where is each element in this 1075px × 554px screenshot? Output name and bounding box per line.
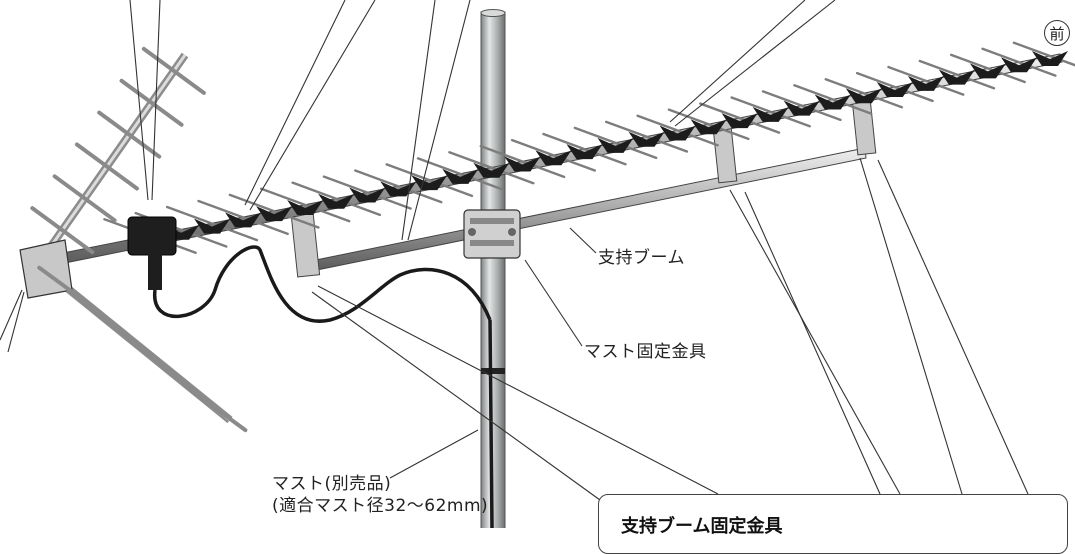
director-element — [228, 193, 320, 229]
element-clip — [752, 106, 789, 122]
element-clip — [411, 175, 448, 191]
detail-callout-box: 支持ブーム固定金具 — [598, 494, 1068, 554]
element-clip — [194, 218, 231, 234]
director-element — [793, 84, 873, 115]
reflector-element — [119, 78, 184, 127]
element-clip — [907, 75, 944, 91]
director-element — [981, 47, 1057, 77]
director-element — [573, 126, 658, 160]
director-element — [322, 175, 412, 210]
main-boom — [37, 41, 1075, 269]
mast-bracket-label: マスト固定金具 — [584, 342, 707, 362]
director-element — [385, 163, 474, 198]
element-clip — [628, 131, 665, 147]
element-clip — [535, 150, 572, 166]
element-clip — [256, 206, 293, 222]
support-boom — [289, 98, 877, 278]
element-clip — [225, 212, 262, 228]
element-clip — [721, 113, 758, 129]
element-clip — [597, 137, 634, 153]
reflector-element — [52, 174, 117, 223]
element-clip — [690, 119, 727, 135]
director-element — [1012, 41, 1075, 67]
boom-support-label: 支持ブーム — [598, 248, 685, 268]
element-clip — [845, 88, 882, 104]
reflector-element — [74, 142, 139, 191]
director-element — [291, 181, 382, 217]
element-clip — [783, 100, 820, 116]
matching-box — [127, 216, 177, 290]
antenna-diagram — [0, 0, 1075, 528]
director-element — [667, 108, 750, 141]
front-marker: 前 — [1044, 20, 1070, 46]
leader-lines — [0, 0, 1029, 501]
reflector-element — [97, 110, 162, 159]
director-element — [479, 144, 566, 179]
element-clip — [659, 125, 696, 141]
mast-label-line1: マスト(別売品) — [272, 474, 392, 494]
director-element — [949, 53, 1026, 84]
mast-clamp — [463, 209, 521, 259]
element-clip — [938, 69, 975, 85]
director-element — [416, 157, 504, 191]
element-clip — [814, 94, 851, 110]
element-clip — [473, 162, 510, 178]
director-element — [730, 96, 811, 128]
reflector-element — [141, 46, 206, 95]
element-clip — [1000, 57, 1037, 73]
element-clip — [380, 181, 417, 197]
director-element — [855, 71, 934, 103]
element-clip — [566, 144, 603, 160]
element-clip — [876, 82, 913, 98]
reflector-assembly — [19, 46, 248, 433]
element-clip — [1032, 51, 1068, 66]
director-element — [197, 199, 289, 236]
director-element — [510, 138, 596, 172]
element-clip — [442, 168, 479, 184]
director-element — [165, 205, 259, 242]
mast-label-line2: (適合マスト径32〜62mm) — [272, 496, 489, 516]
director-element — [604, 120, 689, 153]
feeder-cable — [153, 245, 494, 528]
director-element — [918, 59, 996, 90]
element-clip — [349, 187, 386, 203]
director-element — [824, 78, 904, 109]
director-element — [761, 90, 842, 122]
director-element — [699, 102, 781, 134]
director-element — [636, 114, 719, 147]
reflector-element — [30, 206, 95, 255]
element-clip — [287, 199, 324, 215]
detail-box-title: 支持ブーム固定金具 — [621, 516, 783, 537]
element-clip — [504, 156, 541, 172]
director-elements — [103, 41, 1075, 255]
element-clip — [969, 63, 1006, 79]
reflector-element — [183, 384, 248, 433]
director-element — [542, 132, 627, 166]
director-element — [260, 187, 351, 223]
element-clip — [318, 193, 355, 209]
director-element — [354, 169, 443, 204]
director-element — [448, 151, 535, 185]
director-element — [887, 65, 965, 96]
mast — [480, 9, 506, 528]
